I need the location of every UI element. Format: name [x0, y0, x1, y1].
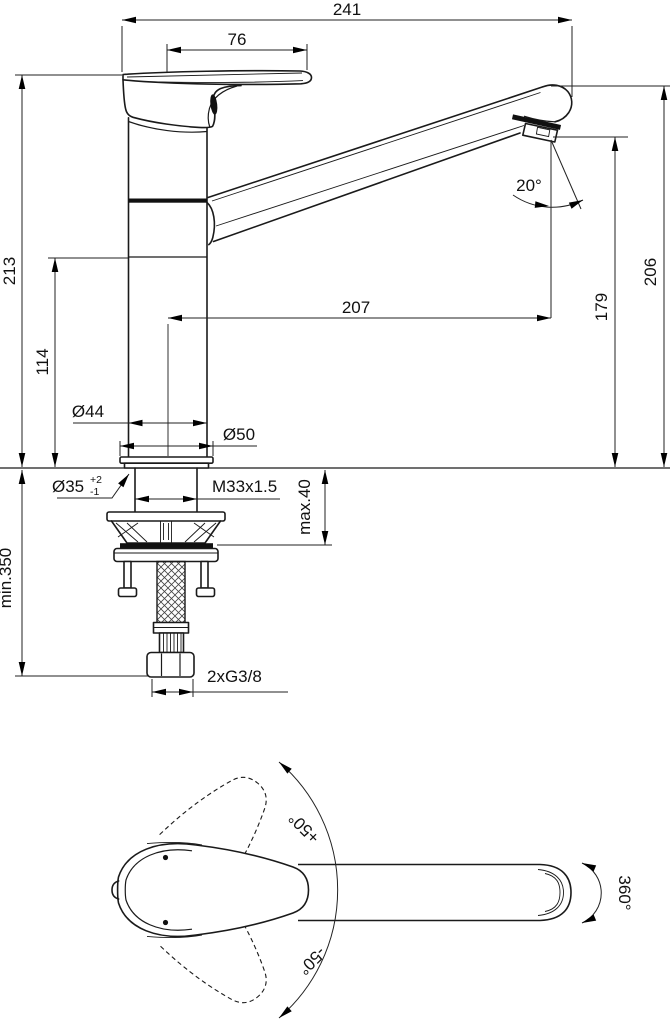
base-plate	[113, 547, 219, 563]
body-side-nub	[111, 880, 120, 900]
dim-underbody-height-label: 114	[33, 348, 52, 375]
supply-connection-label: 2xG3/8	[207, 667, 262, 686]
supply-hose	[146, 560, 195, 678]
dim-spout-reach-label: 207	[342, 298, 370, 317]
dim-spout-reach: 207	[168, 298, 551, 322]
dim-handle-length: 76	[166, 30, 308, 72]
dim-base-diameter-label: Ø50	[223, 425, 255, 444]
mounting-studs	[117, 560, 216, 598]
dim-max-deck-thickness: max.40	[217, 470, 332, 546]
dim-spout-height: 206	[551, 85, 670, 467]
dim-hole-diameter-label: Ø35	[52, 477, 84, 496]
dim-shank-thread: M33x1.5	[135, 477, 280, 503]
dim-spout-height-label: 206	[641, 258, 660, 286]
dim-supply-connection: 2xG3/8	[151, 667, 288, 697]
dim-body-diameter-label: Ø44	[72, 402, 104, 421]
threaded-shank	[134, 467, 198, 513]
dim-underbody-height: 114	[33, 257, 128, 467]
clamp-plate	[120, 543, 213, 549]
handle-position-minus50	[159, 891, 267, 1004]
handle-base	[122, 79, 242, 129]
min-hose-length-label: min.350	[0, 548, 15, 608]
faucet-side-outline	[106, 69, 573, 678]
spout-top-view	[298, 863, 572, 922]
body-handle-top-view	[116, 842, 310, 938]
handle-swing-plus-label: +50°	[285, 809, 324, 848]
dim-outlet-height: 179	[553, 136, 628, 467]
hole-tolerance-plus-label: +2	[90, 474, 102, 486]
thread-label: M33x1.5	[212, 477, 277, 496]
dim-outlet-angle-label: 20°	[516, 176, 542, 195]
connection-nut	[146, 651, 195, 678]
dim-total-height: 213	[0, 74, 122, 467]
dim-hole-diameter: Ø35 +2 -1	[52, 472, 132, 499]
dim-handle-length-label: 76	[228, 30, 247, 49]
top-view: +50° -50° 360°	[111, 759, 634, 1021]
dim-outlet-angle: 20°	[512, 139, 585, 318]
hole-tolerance-minus-label: -1	[90, 486, 99, 498]
handle-position-plus50	[159, 776, 267, 889]
dim-min-hose-length: min.350	[0, 470, 148, 677]
dim-overall-length: 241	[121, 0, 573, 97]
aerator-seam	[511, 114, 562, 130]
handle-swing-minus-label: -50°	[294, 943, 330, 979]
side-view: 241 76 213 114 207	[0, 0, 670, 697]
mounting-washer	[106, 511, 226, 544]
spout-swivel-label: 360°	[615, 875, 634, 910]
screw-dot-top	[162, 854, 169, 861]
body-column	[127, 117, 208, 458]
spout	[206, 84, 573, 246]
dim-total-height-label: 213	[0, 257, 19, 285]
dim-base-diameter: Ø50	[119, 425, 257, 456]
handle-pivot	[210, 94, 218, 115]
base-flange	[119, 456, 214, 469]
dim-body-diameter: Ø44	[72, 402, 207, 427]
dim-overall-length-label: 241	[333, 0, 361, 19]
dim-outlet-height-label: 179	[592, 293, 611, 321]
screw-dot-bottom	[162, 919, 169, 926]
spout-swivel-arc: 360°	[580, 859, 634, 927]
max-deck-thickness-label: max.40	[295, 479, 314, 535]
aerator	[522, 122, 559, 143]
